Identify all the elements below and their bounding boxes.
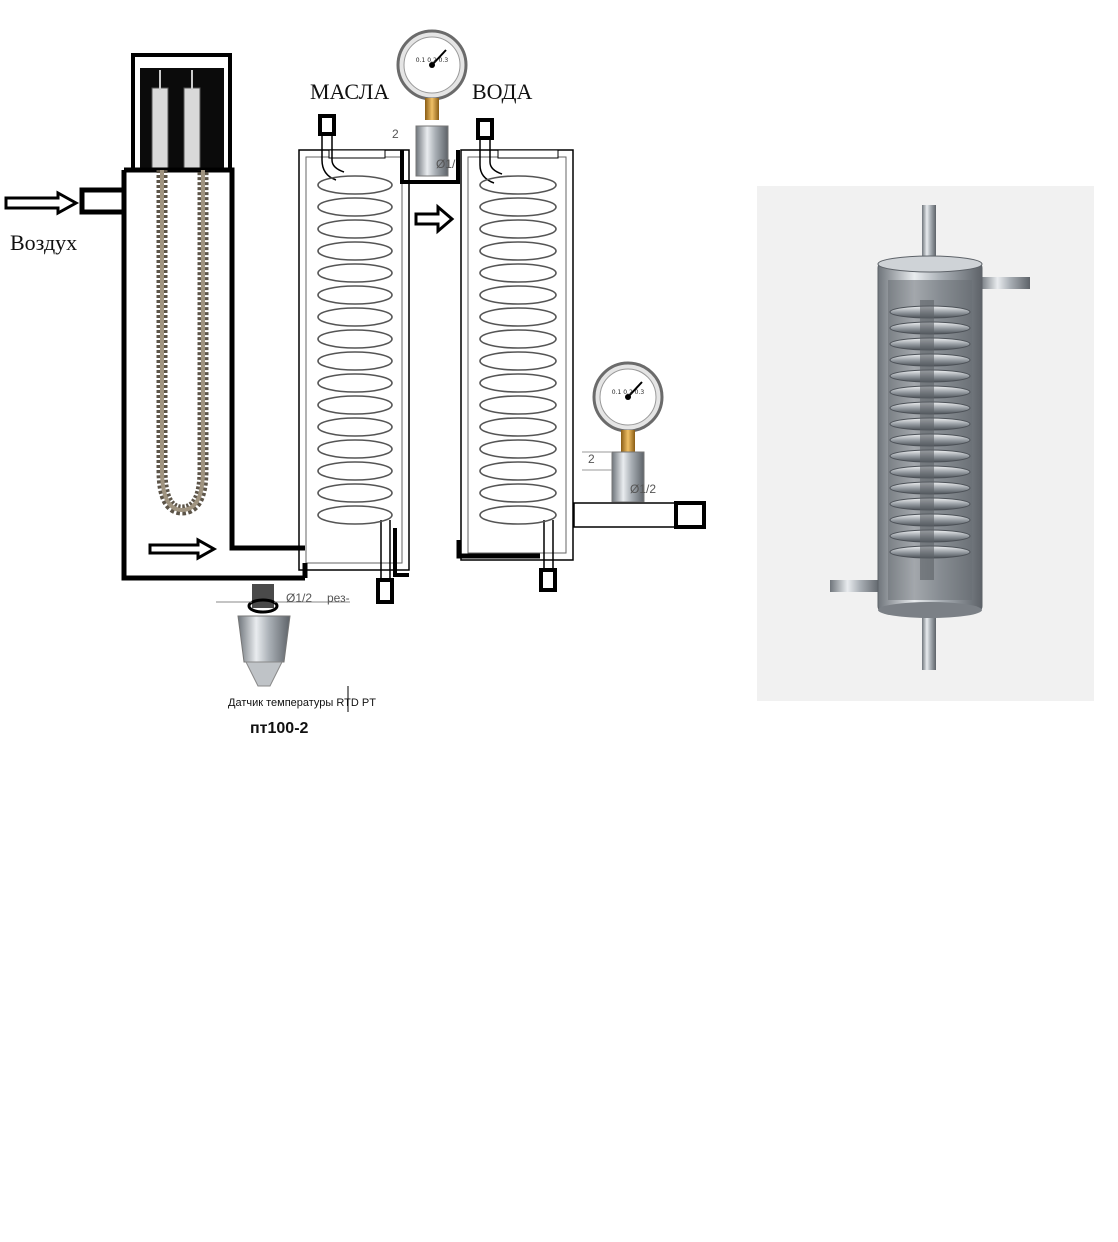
coil-turn (479, 373, 557, 393)
top-gauge-face-text: 0.1 0.2 0.3 (416, 57, 449, 64)
temperature-sensor (216, 584, 350, 687)
coil-turn (317, 241, 393, 261)
coil-turn (317, 439, 393, 459)
coil-turn (479, 219, 557, 239)
photo-coil-core (920, 300, 934, 580)
sensor-caption: Датчик температуры RTD PT (228, 697, 376, 709)
coil-turn (479, 417, 557, 437)
thread-label-sensor: Ø1/2 (286, 591, 313, 605)
coil-turn (317, 175, 393, 195)
coil-turn (317, 197, 393, 217)
water-label: ВОДА (472, 79, 533, 104)
coil-turn (479, 197, 557, 217)
oil-label: МАСЛА (310, 79, 390, 104)
water-exchanger (456, 118, 706, 592)
air-inlet-arrow (4, 190, 80, 216)
heating-element (156, 170, 209, 516)
coil-turn (479, 483, 557, 503)
oil-exchanger (298, 114, 410, 604)
coil-turn (479, 461, 557, 481)
coil-turn (479, 395, 557, 415)
heater-chamber (121, 53, 305, 581)
coil-turn (317, 417, 393, 437)
right-pressure-gauge (582, 361, 664, 503)
coil-turn (479, 307, 557, 327)
wall-dim-top: 2 (392, 127, 399, 141)
coil-turn (479, 285, 557, 305)
thread-label-right: Ø1/2 (630, 482, 657, 496)
wall-dim-right: 2 (588, 452, 595, 466)
air-inlet-nozzle (79, 187, 127, 215)
coil-turn (317, 329, 393, 349)
coil-turn (479, 241, 557, 261)
coil-turn (317, 395, 393, 415)
transfer-arrow (414, 203, 455, 235)
coil-turn (317, 483, 393, 503)
coil-turn (479, 351, 557, 371)
coil-turn (479, 439, 557, 459)
coil-turn (479, 505, 557, 525)
air-label: Воздух (10, 230, 78, 255)
coil-turn (317, 373, 393, 393)
sensor-model: пт100-2 (250, 720, 309, 737)
water-coil (479, 175, 557, 525)
coil-turn (317, 219, 393, 239)
coil-turn (479, 329, 557, 349)
thread-label-sensor-suffix: рез- (327, 591, 350, 605)
coil-turn (479, 175, 557, 195)
coil-turn (317, 285, 393, 305)
oil-coil (317, 175, 393, 525)
coil-turn (317, 505, 393, 525)
thread-label-top: Ø1/ (436, 157, 456, 171)
coil-turn (317, 263, 393, 283)
coil-turn (479, 263, 557, 283)
flow-arrow-bottom (148, 537, 218, 561)
coil-turn (317, 307, 393, 327)
coil-turn (317, 351, 393, 371)
right-gauge-face-text: 0.1 0.2 0.3 (612, 389, 645, 396)
coil-turn (317, 461, 393, 481)
top-pressure-gauge (396, 29, 468, 184)
